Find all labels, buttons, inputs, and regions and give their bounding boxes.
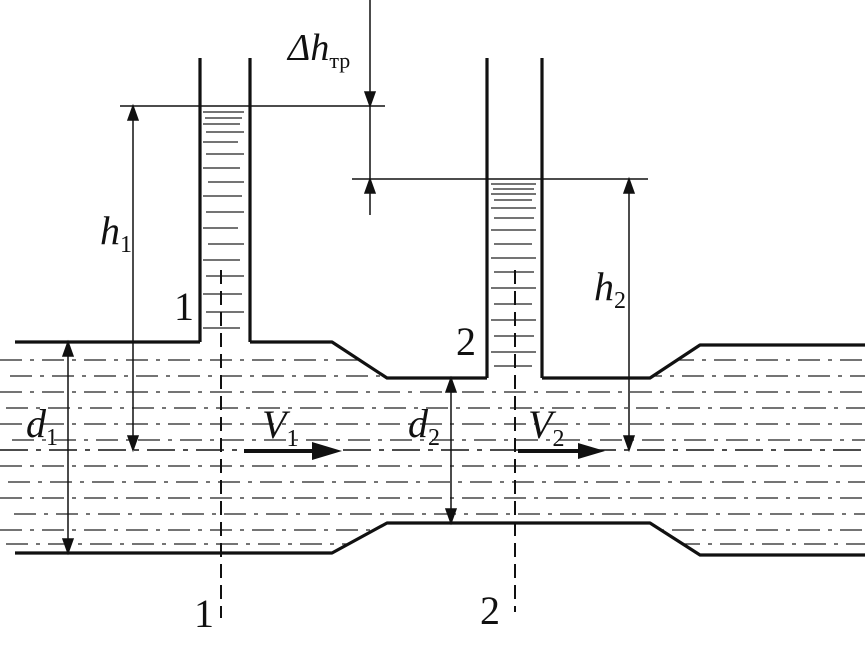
h1-label: h1 [100,208,132,258]
labels: Δhтр h1 h2 d1 d2 V1 V2 1 2 1 2 [26,27,626,636]
section-lines [220,270,516,618]
tube1-liquid [203,111,244,329]
tube2-label: 2 [456,319,476,364]
velocity-arrows [244,442,605,460]
d2-dimension [444,375,458,526]
v2-label: V2 [528,402,564,452]
pipe-liquid-hatch [0,359,865,545]
v1-label: V1 [262,402,298,452]
pipe-walls [15,340,865,557]
level-lines [120,105,648,180]
d2-label: d2 [408,401,440,451]
delta-h-dimension [363,0,377,215]
tube2-liquid [491,183,536,367]
section1-label: 1 [194,591,214,636]
delta-h-label: Δhтр [286,27,350,73]
h2-label: h2 [594,264,626,314]
h1-dimension [126,103,140,453]
d1-dimension [61,339,75,556]
h2-dimension [622,176,636,453]
tube1-label: 1 [174,284,194,329]
d1-label: d1 [26,401,58,451]
section2-label: 2 [480,588,500,633]
